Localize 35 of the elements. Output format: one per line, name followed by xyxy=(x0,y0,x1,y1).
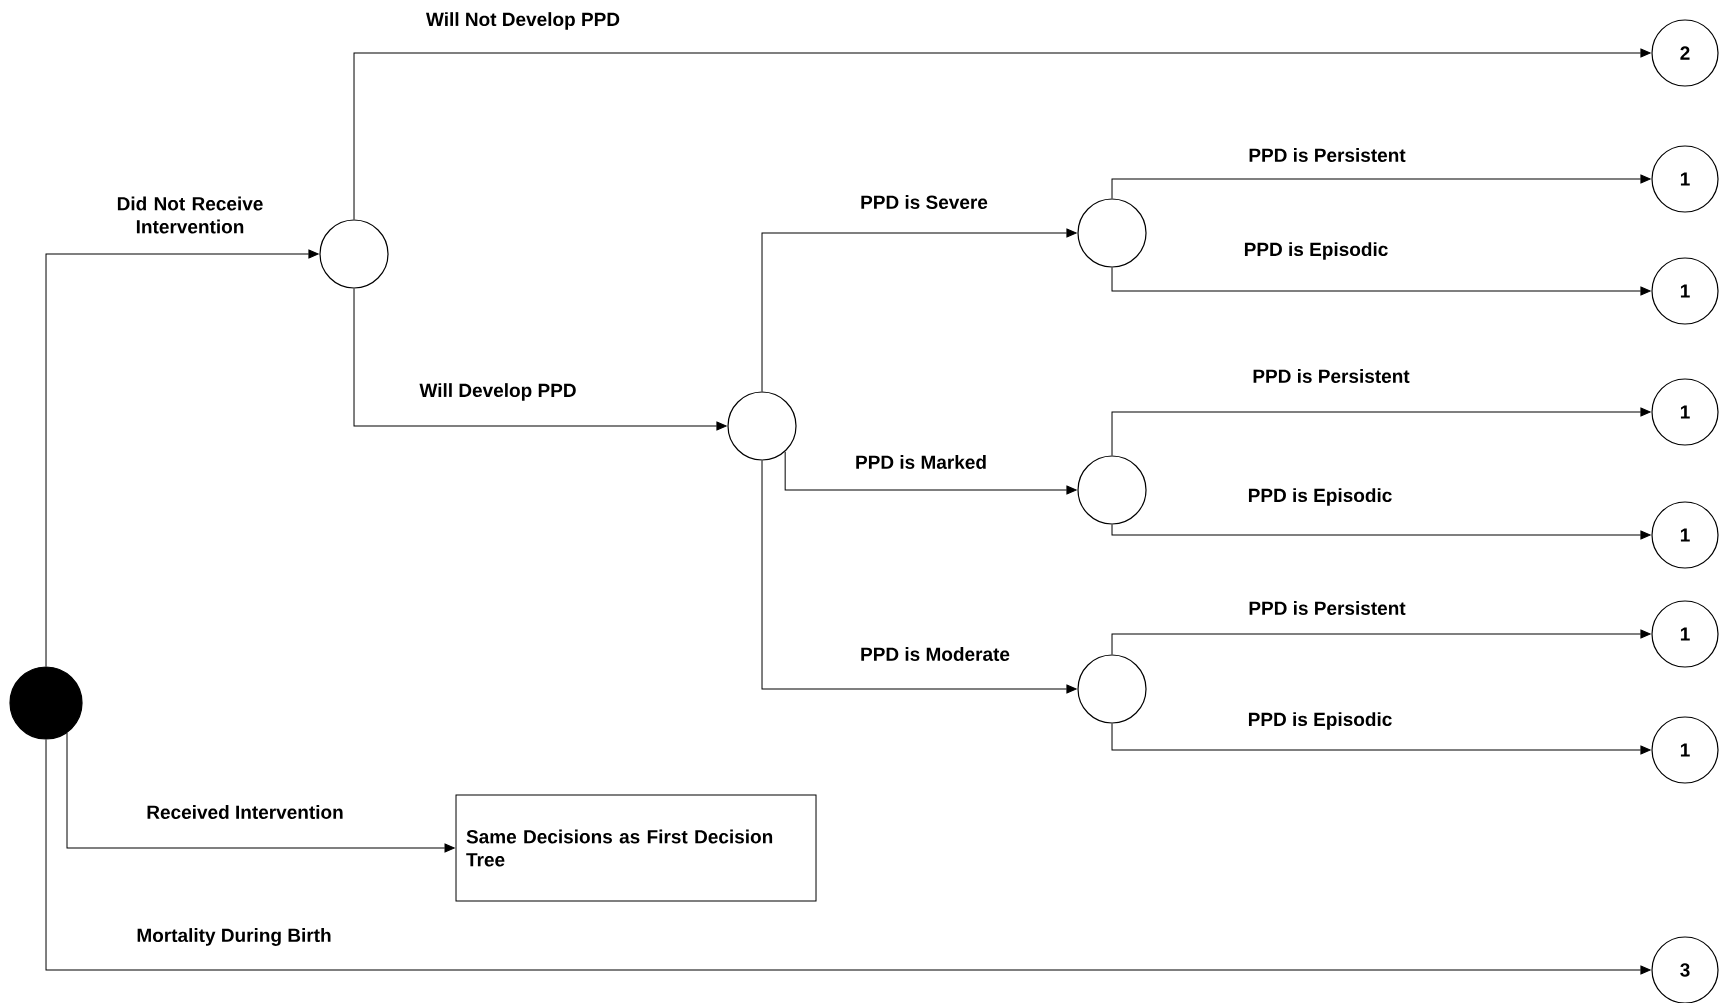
edge-label: Will Not Develop PPD xyxy=(426,12,620,30)
arrow xyxy=(761,460,1077,694)
edge-label: PPD is Persistent xyxy=(1249,148,1406,162)
edge-label: PPD is Persistent xyxy=(1249,601,1406,615)
chance-node xyxy=(1077,198,1147,268)
chance-node xyxy=(1077,654,1147,724)
edge-label: PPD is Persistent xyxy=(1253,369,1410,383)
arrow xyxy=(1111,524,1651,540)
chance-node xyxy=(319,219,389,289)
arrow xyxy=(1111,267,1651,296)
arrow xyxy=(45,249,319,667)
edge-label: PPD is Episodic xyxy=(1244,242,1388,260)
decision-node xyxy=(9,666,83,740)
edge-label: PPD is Episodic xyxy=(1248,712,1392,730)
arrow xyxy=(1111,629,1651,655)
arrow xyxy=(353,288,727,431)
arrow xyxy=(353,48,1651,220)
arrow xyxy=(1111,723,1651,755)
arrow xyxy=(1111,174,1651,199)
edge-label: PPD is Severe xyxy=(861,195,988,209)
chance-node xyxy=(1077,455,1147,525)
edge-label: Did Not Receive Intervention xyxy=(117,196,263,234)
edge-label: Mortality During Birth xyxy=(137,928,331,946)
edge-label: Will Develop PPD xyxy=(419,383,576,401)
decision-box: Same Decisions as First Decision Tree xyxy=(455,794,817,902)
arrow xyxy=(1111,407,1651,456)
arrow xyxy=(45,739,1651,975)
edge-label: PPD is Marked xyxy=(856,455,986,469)
edge-label: Received Intervention xyxy=(147,805,343,819)
edge-label: PPD is Moderate xyxy=(861,647,1010,661)
arrow xyxy=(784,451,1077,495)
chance-node xyxy=(727,391,797,461)
arrow xyxy=(761,228,1077,392)
edge-label: PPD is Episodic xyxy=(1248,488,1392,506)
arrow xyxy=(66,732,455,853)
